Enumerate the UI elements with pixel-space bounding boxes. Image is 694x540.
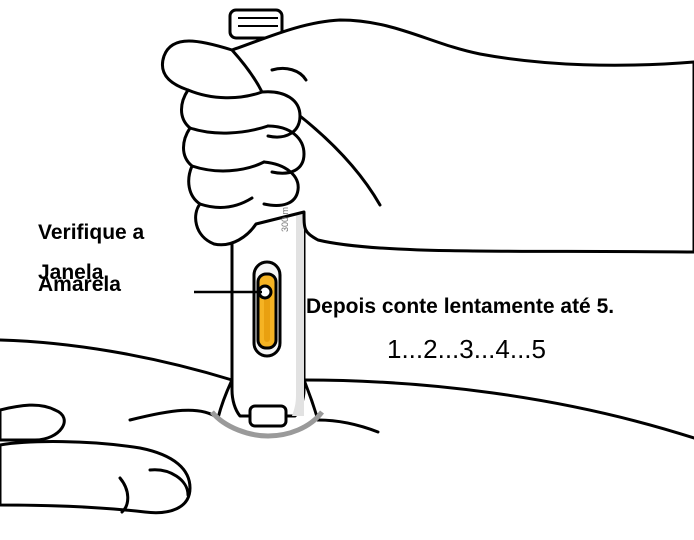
callout-line-1: Verifique a — [38, 222, 144, 243]
count-instruction: Depois conte lentamente até 5. — [306, 296, 614, 317]
count-sequence: 1...2...3...4...5 — [387, 336, 546, 362]
pen-volume-label: 300 m — [280, 207, 290, 232]
skin-icon — [0, 340, 694, 438]
hand-icon — [162, 20, 694, 252]
resting-hand-icon — [0, 405, 190, 513]
callout-line-3: Amarela — [38, 274, 121, 295]
